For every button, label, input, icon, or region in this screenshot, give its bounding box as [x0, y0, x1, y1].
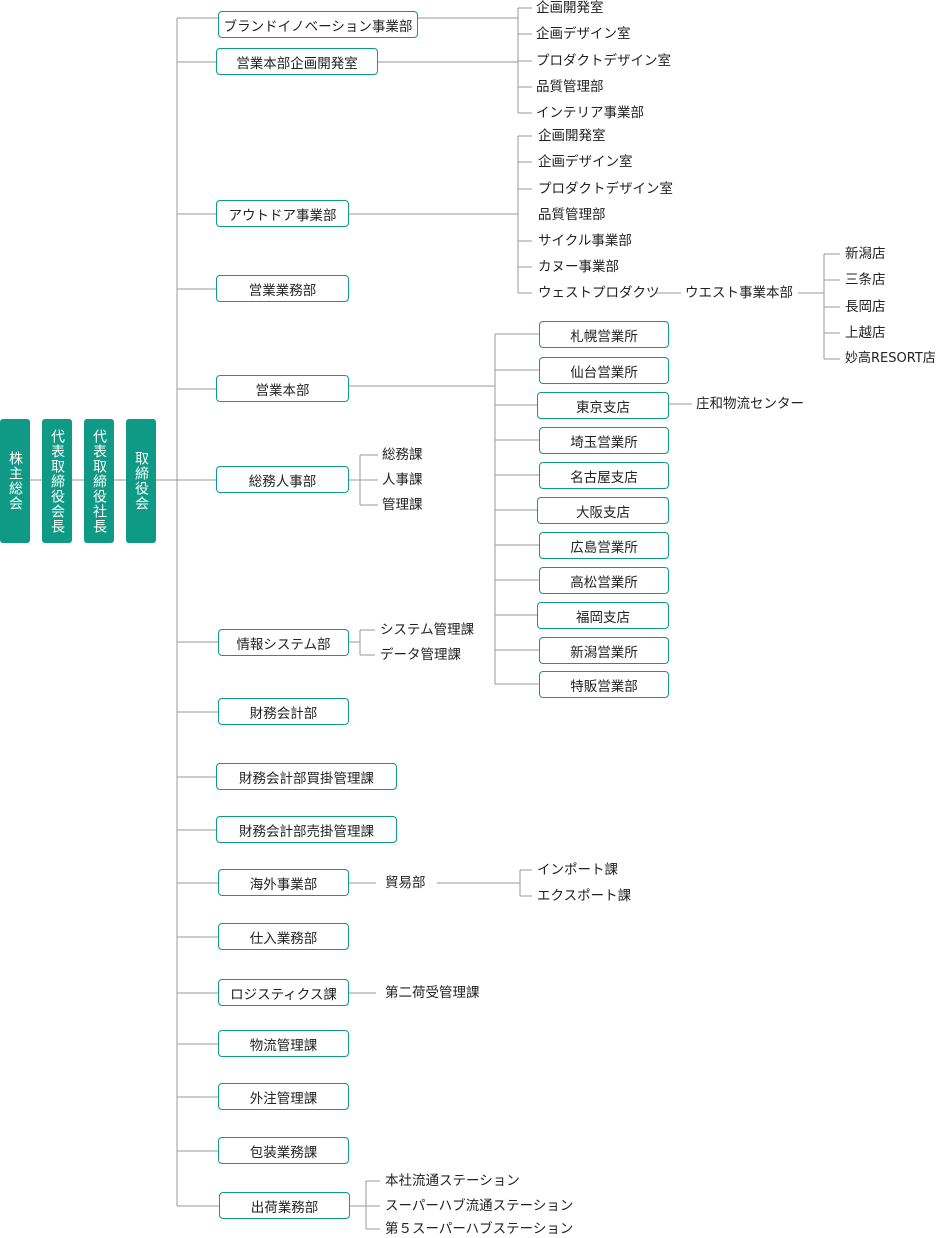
sales-office-box: 高松営業所	[539, 567, 669, 594]
west-hq-label: ウエスト事業本部	[685, 285, 793, 301]
shipping-box: 出荷業務部	[219, 1192, 350, 1219]
sales-office-box: 札幌営業所	[539, 321, 669, 348]
shipping-sub-item: スーパーハブ流通ステーション	[385, 1198, 574, 1214]
packaging-box: 包装業務課	[218, 1137, 349, 1164]
outdoor-sub-item: ウェストプロダクツ	[538, 285, 660, 301]
receiving-mgmt-label: 第二荷受管理課	[385, 985, 480, 1001]
store-item: 上越店	[845, 325, 886, 341]
info-systems-box: 情報システム部	[218, 629, 349, 656]
general-hr-sub-item: 総務課	[382, 447, 423, 463]
general-hr-box: 総務人事部	[216, 466, 349, 493]
general-hr-sub-item: 人事課	[382, 472, 423, 488]
finance-receivable-box: 財務会計部売掛管理課	[216, 816, 397, 843]
sales-office-box: 東京支店	[537, 392, 669, 419]
sales-office-box: 福岡支店	[537, 602, 669, 629]
overseas-box: 海外事業部	[218, 869, 349, 896]
store-item: 長岡店	[845, 299, 886, 315]
sales-affairs-box: 営業業務部	[216, 275, 349, 302]
outsourcing-mgmt-box: 外注管理課	[218, 1083, 349, 1110]
sales-office-box: 埼玉営業所	[539, 427, 669, 454]
distribution-mgmt-box: 物流管理課	[218, 1030, 349, 1057]
shipping-sub-item: 本社流通ステーション	[385, 1173, 520, 1189]
sales-office-box: 大阪支店	[537, 497, 669, 524]
outdoor-sub-item: 品質管理部	[538, 207, 606, 223]
outdoor-sub-item: 企画開発室	[538, 128, 606, 144]
brand-sub-item: 企画デザイン室	[536, 26, 631, 42]
sales-office-box: 仙台営業所	[539, 357, 669, 384]
store-item: 新潟店	[845, 246, 886, 262]
brand-sub-item: 企画開発室	[536, 0, 604, 16]
sales-office-box: 名古屋支店	[539, 462, 669, 489]
shipping-sub-item: 第５スーパーハブステーション	[385, 1221, 574, 1237]
brand-sub-item: インテリア事業部	[536, 105, 644, 121]
finance-box: 財務会計部	[218, 698, 349, 725]
brand-sub-item: プロダクトデザイン室	[536, 53, 671, 69]
store-item: 三条店	[845, 272, 886, 288]
sales-hq-box: 営業本部	[216, 375, 349, 402]
trade-sub-item: エクスポート課	[537, 888, 632, 904]
sales-planning-box: 営業本部企画開発室	[216, 48, 378, 75]
chairman-box: 代表取締役会長	[42, 419, 72, 543]
brand-innovation-box: ブランドイノベーション事業部	[218, 11, 418, 38]
outdoor-sub-item: カヌー事業部	[538, 259, 619, 275]
store-item: 妙高RESORT店	[845, 351, 936, 366]
brand-sub-item: 品質管理部	[536, 79, 604, 95]
board-of-directors-box: 取締役会	[126, 419, 156, 543]
president-box: 代表取締役社長	[84, 419, 114, 543]
shouwa-logistics-label: 庄和物流センター	[696, 396, 804, 412]
sales-office-box: 広島営業所	[539, 532, 669, 559]
sales-office-box: 新潟営業所	[539, 637, 669, 664]
purchasing-box: 仕入業務部	[218, 923, 349, 950]
trade-dept-label: 貿易部	[385, 875, 426, 891]
trade-sub-item: インポート課	[537, 862, 618, 878]
outdoor-sub-item: 企画デザイン室	[538, 154, 633, 170]
shareholders-meeting-box: 株主総会	[0, 419, 30, 543]
logistics-box: ロジスティクス課	[218, 979, 349, 1006]
general-hr-sub-item: 管理課	[382, 497, 423, 513]
info-sys-sub-item: システム管理課	[380, 622, 475, 638]
outdoor-sub-item: プロダクトデザイン室	[538, 181, 673, 197]
finance-payable-box: 財務会計部買掛管理課	[216, 763, 397, 790]
outdoor-division-box: アウトドア事業部	[216, 200, 349, 227]
outdoor-sub-item: サイクル事業部	[538, 233, 632, 249]
info-sys-sub-item: データ管理課	[380, 647, 461, 663]
sales-office-box: 特販営業部	[539, 671, 669, 698]
